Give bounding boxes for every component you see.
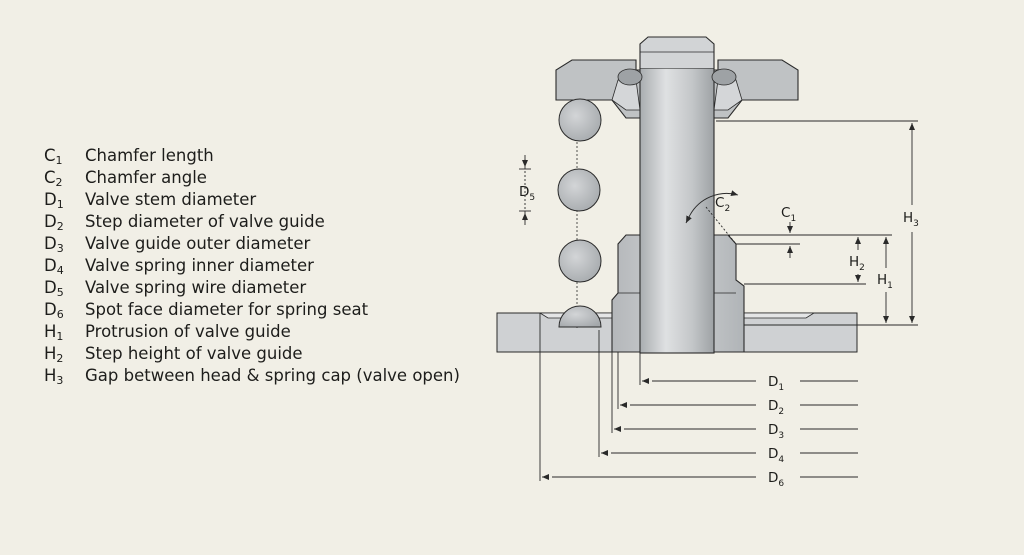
legend-description: Valve stem diameter bbox=[85, 190, 257, 209]
legend-symbol: D1 bbox=[44, 190, 64, 211]
legend-description: Spot face diameter for spring seat bbox=[85, 300, 369, 319]
legend-symbol: D5 bbox=[44, 278, 64, 299]
legend-description: Gap between head & spring cap (valve ope… bbox=[85, 366, 460, 385]
legend-description: Valve spring wire diameter bbox=[85, 278, 307, 297]
valve-spring bbox=[557, 98, 602, 330]
legend-symbol: D4 bbox=[44, 256, 64, 277]
label-d3: D3 bbox=[768, 422, 784, 441]
legend-description: Protrusion of valve guide bbox=[85, 322, 291, 341]
legend-item-d5: D5 Valve spring wire diameter bbox=[44, 277, 460, 299]
legend-item-d2: D2 Step diameter of valve guide bbox=[44, 211, 460, 233]
legend-symbol: H1 bbox=[44, 322, 64, 343]
label-d5: D5 bbox=[519, 184, 535, 203]
valve-stem bbox=[617, 36, 737, 354]
dimension-lines bbox=[519, 120, 918, 481]
legend-item-d1: D1 Valve stem diameter bbox=[44, 189, 460, 211]
label-h2: H2 bbox=[849, 254, 865, 273]
label-d4: D4 bbox=[768, 446, 784, 465]
legend-description: Chamfer length bbox=[85, 146, 214, 165]
legend-description: Step height of valve guide bbox=[85, 344, 303, 363]
legend-symbol: H3 bbox=[44, 366, 64, 387]
legend-symbol: C1 bbox=[44, 146, 63, 167]
label-h3: H3 bbox=[903, 210, 919, 229]
legend-symbol: D2 bbox=[44, 212, 64, 233]
legend-item-c2: C2 Chamfer angle bbox=[44, 167, 460, 189]
label-c1: C1 bbox=[781, 205, 796, 224]
label-d2: D2 bbox=[768, 398, 784, 417]
legend-symbol: H2 bbox=[44, 344, 64, 365]
legend-symbol: D3 bbox=[44, 234, 64, 255]
legend-item-d3: D3 Valve guide outer diameter bbox=[44, 233, 460, 255]
legend-item-d6: D6 Spot face diameter for spring seat bbox=[44, 299, 460, 321]
legend-symbol: C2 bbox=[44, 168, 63, 189]
legend-item-h3: H3 Gap between head & spring cap (valve o… bbox=[44, 365, 460, 387]
dimension-labels: D5 C2 C1 H3 H2 H1 D1 D2 D3 D4 D6 bbox=[519, 184, 919, 489]
legend-description: Valve spring inner diameter bbox=[85, 256, 314, 275]
label-c2: C2 bbox=[715, 195, 730, 214]
legend-description: Step diameter of valve guide bbox=[85, 212, 325, 231]
legend-description: Chamfer angle bbox=[85, 168, 207, 187]
legend-item-h1: H1 Protrusion of valve guide bbox=[44, 321, 460, 343]
label-d1: D1 bbox=[768, 374, 784, 393]
legend-description: Valve guide outer diameter bbox=[85, 234, 311, 253]
legend-symbol: D6 bbox=[44, 300, 64, 321]
legend-item-h2: H2 Step height of valve guide bbox=[44, 343, 460, 365]
legend-item-c1: C1 Chamfer length bbox=[44, 145, 460, 167]
label-d6: D6 bbox=[768, 470, 784, 489]
label-h1: H1 bbox=[877, 272, 893, 291]
legend-item-d4: D4 Valve spring inner diameter bbox=[44, 255, 460, 277]
